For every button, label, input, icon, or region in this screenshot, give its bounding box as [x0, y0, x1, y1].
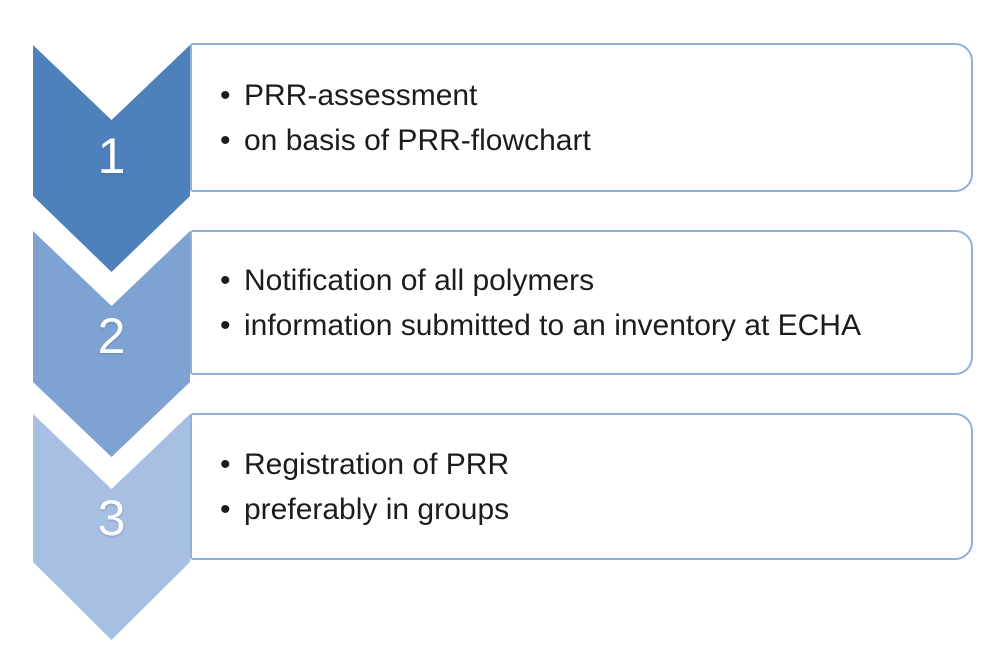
- bullet-text: preferably in groups: [244, 492, 510, 526]
- bullet-icon: •: [220, 308, 231, 342]
- step-3-number: 3: [97, 490, 126, 546]
- bullet-item: • Notification of all polymers: [220, 258, 959, 303]
- bullet-text: PRR-assessment: [244, 78, 478, 112]
- bullet-icon: •: [220, 492, 231, 526]
- bullet-icon: •: [220, 78, 231, 112]
- bullet-text: on basis of PRR-flowchart: [244, 123, 591, 157]
- step-3-content-box: • Registration of PRR • preferably in gr…: [190, 413, 973, 560]
- bullet-text: Notification of all polymers: [244, 263, 595, 297]
- step-2-content-box: • Notification of all polymers • informa…: [190, 230, 973, 375]
- bullet-item: • information submitted to an inventory …: [220, 303, 959, 348]
- bullet-item: • preferably in groups: [220, 487, 959, 532]
- bullet-icon: •: [220, 447, 231, 481]
- step-1-content-box: • PRR-assessment • on basis of PRR-flowc…: [190, 43, 973, 192]
- bullet-text: Registration of PRR: [244, 447, 510, 481]
- step-1-number: 1: [97, 128, 126, 184]
- bullet-item: • PRR-assessment: [220, 73, 959, 118]
- bullet-icon: •: [220, 123, 231, 157]
- bullet-icon: •: [220, 263, 231, 297]
- bullet-item: • Registration of PRR: [220, 442, 959, 487]
- bullet-item: • on basis of PRR-flowchart: [220, 118, 959, 163]
- bullet-text: information submitted to an inventory at…: [244, 308, 861, 342]
- step-2-number: 2: [97, 308, 126, 364]
